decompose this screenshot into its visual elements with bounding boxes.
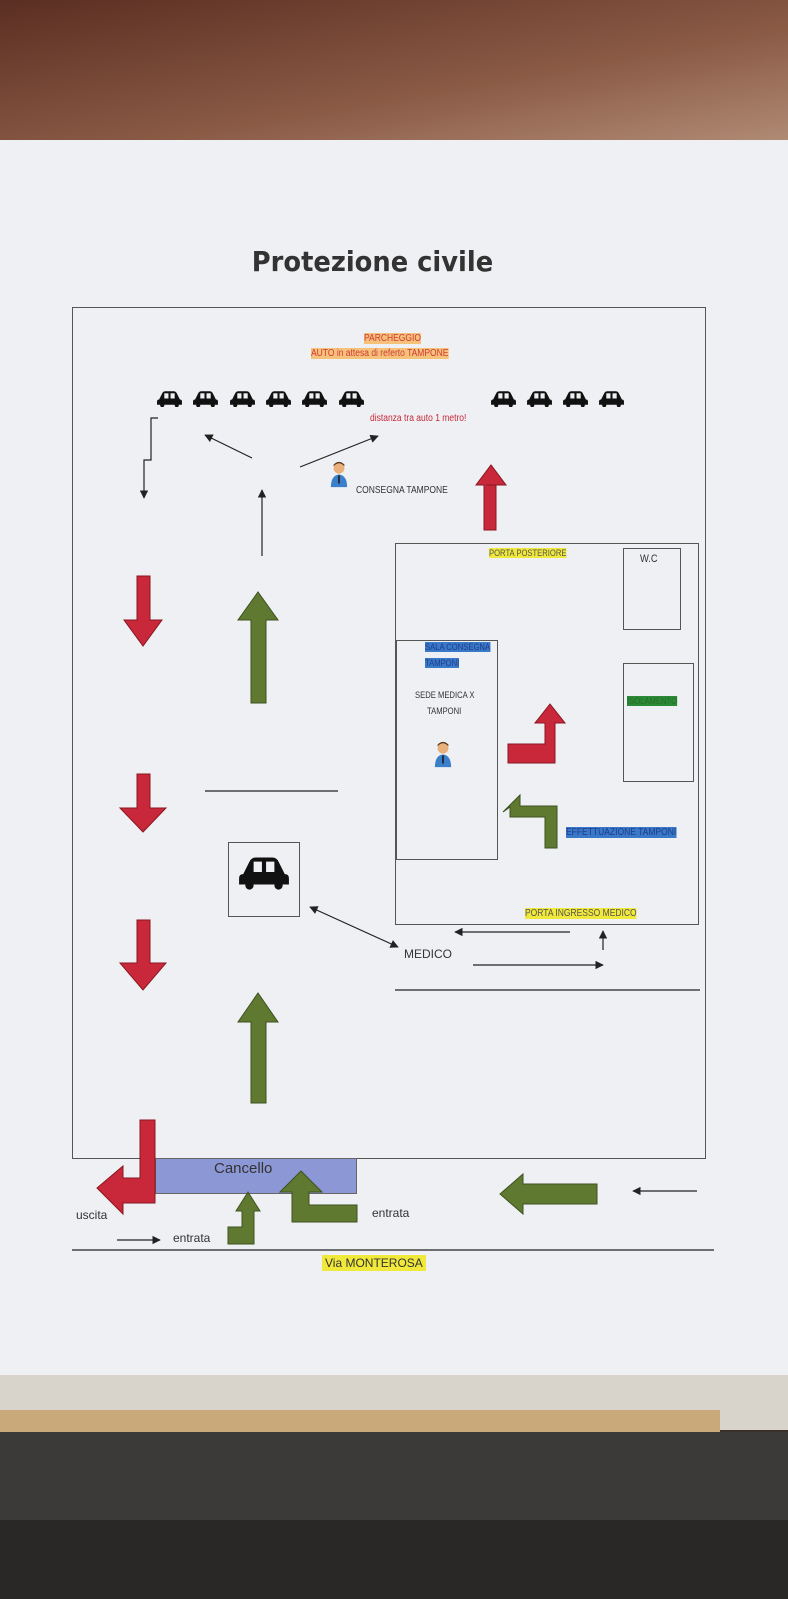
entry-label-right: entrata	[372, 1206, 410, 1220]
gate: Cancello	[155, 1158, 357, 1194]
green-room-label: ISOLAMENTO	[627, 696, 678, 706]
street-label: Via MONTEROSA	[322, 1255, 426, 1271]
green-room	[623, 663, 694, 782]
medical-site-label: SEDE MEDICA X	[415, 690, 475, 700]
medical-room	[396, 640, 498, 860]
waiting-room-label: SALA CONSEGNA	[425, 642, 491, 652]
delivery-label: CONSEGNA TAMPONE	[356, 485, 448, 496]
gate-label: Cancello	[214, 1160, 273, 1177]
car-icon	[239, 857, 289, 890]
green-arrow-icon	[502, 793, 558, 849]
page-title: Protezione civile	[251, 245, 494, 278]
car-box	[228, 842, 300, 917]
property-boundary	[72, 307, 706, 1159]
parked-car-icon-row-left	[157, 391, 364, 407]
green-arrow-icon	[278, 1170, 358, 1223]
parking-subtitle: AUTO in attesa di referto TAMPONE	[311, 348, 449, 359]
wc-room	[623, 548, 681, 630]
waiting-room-label-2: TAMPONI	[425, 658, 460, 668]
building-outline	[395, 543, 699, 925]
exit-label: uscita	[76, 1208, 108, 1222]
paper-sheet	[0, 140, 788, 1375]
medical-entrance-label: PORTA INGRESSO MEDICO	[525, 908, 637, 919]
red-arrow-icon	[475, 464, 507, 531]
parking-title: PARCHEGGIO	[364, 333, 421, 344]
medical-site-label-2: TAMPONI	[427, 706, 462, 716]
green-arrow-icon	[227, 1191, 261, 1245]
wc-label: W.C	[640, 553, 658, 565]
person-icon	[434, 741, 452, 768]
red-arrow-icon	[507, 703, 567, 764]
doctor-label: MEDICO	[404, 947, 452, 961]
red-arrow-icon	[118, 575, 168, 991]
person-icon	[330, 461, 348, 488]
distance-note: distanza tra auto 1 metro!	[370, 413, 467, 424]
green-arrow-icon	[237, 591, 279, 704]
red-arrow-icon	[96, 1119, 156, 1216]
entry-label-left: entrata	[173, 1231, 211, 1245]
green-arrow-icon	[237, 992, 279, 1104]
rear-door-label: PORTA POSTERIORE	[489, 548, 567, 558]
green-arrow-icon	[499, 1172, 598, 1216]
parked-car-icon-row-right	[491, 391, 624, 407]
swab-test-label: EFFETTUAZIONE TAMPONI	[566, 827, 677, 838]
